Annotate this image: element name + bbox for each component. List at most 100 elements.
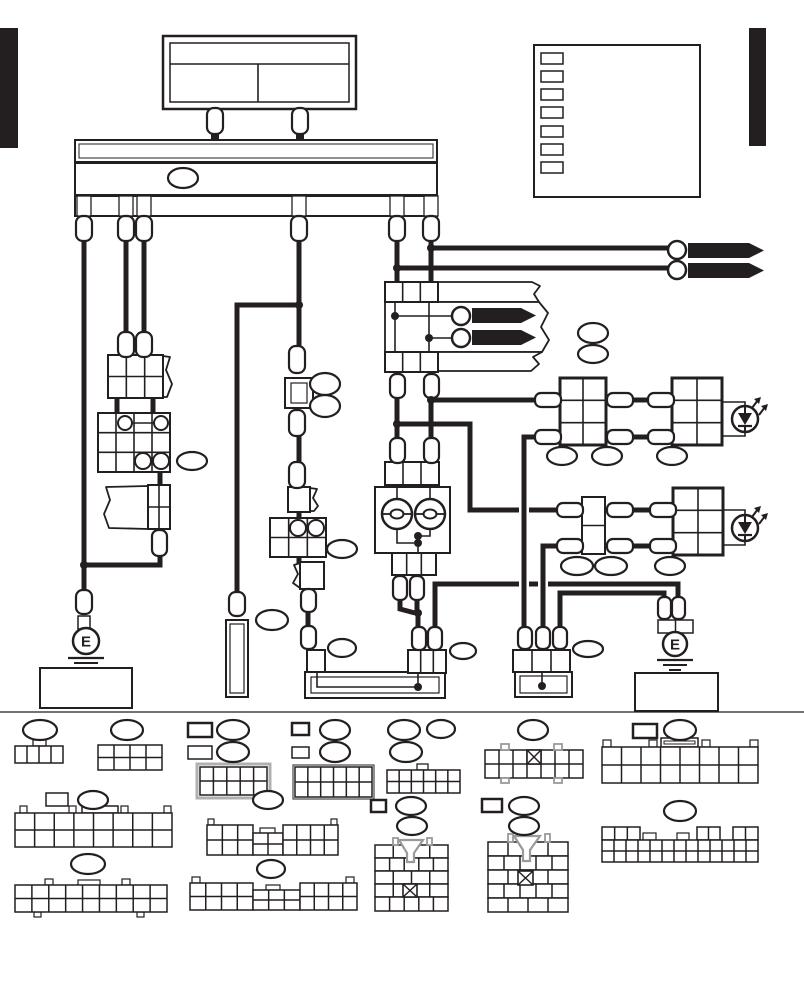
tab [676,832,690,841]
terminal [134,330,154,359]
pin-channel [389,195,405,217]
label-oval [175,450,209,472]
label-oval [325,538,359,560]
label-oval [653,555,687,577]
ground-label-box [39,667,133,709]
tab [330,818,338,826]
keyway-x [517,870,534,886]
label-oval [308,393,342,419]
led-emission-arrow [761,513,768,520]
tab [163,805,172,814]
stem-block [211,133,219,140]
junction-dot [427,244,435,252]
legend-swatch [540,143,564,156]
terminal [227,590,247,618]
label-oval [590,445,624,467]
contact-circle [152,452,170,470]
junction-dot [295,301,303,309]
tab [68,805,77,814]
pinout-brick [374,896,449,912]
terminal [648,501,678,519]
gray-tab [553,777,563,784]
junction-dot [427,396,435,404]
terminal [289,214,309,243]
torn-flap [309,487,319,512]
ground-label-box [634,672,719,712]
ground-label: E [81,634,91,651]
contact-circle [450,305,472,327]
pin-channel [291,195,307,217]
terminal [421,214,441,243]
tag [186,721,214,739]
cluster-inner [169,42,350,103]
bus-strip-top-inner [78,143,434,159]
gray-tab [553,743,563,751]
label-oval [559,555,595,577]
wire [521,434,535,629]
label-oval [76,789,110,811]
gray-tab [507,833,514,843]
label-oval [516,718,550,742]
label-oval [215,740,251,764]
bus-strip-middle [74,162,438,196]
label-oval [576,321,610,345]
junction-dot [414,532,422,540]
legend-swatch [540,88,564,101]
plate-inner [663,740,696,745]
ground-symbol [71,626,101,656]
terminal [205,106,225,136]
bulb-filament [422,508,438,520]
label-oval [318,740,352,764]
tab [701,739,711,748]
junction-dot [393,264,401,272]
label-oval [571,639,605,659]
terminal [534,625,552,651]
pin-strip [384,281,439,303]
ground-symbol [661,630,689,658]
legend-swatch [540,70,564,83]
terminal [287,344,307,375]
ground-connector [306,649,326,673]
terminal [646,428,676,446]
terminal [605,537,635,555]
junction-dot [425,334,433,342]
terminal [116,330,136,359]
notch [416,763,429,771]
inline-connector-inner [290,382,308,404]
gray-tab [426,837,433,846]
tab [19,805,28,814]
wire [234,302,299,594]
terminal [670,595,687,621]
junction-dot [414,539,422,547]
tab [44,878,54,886]
connector [299,561,325,590]
tab [602,739,612,748]
gray-frame [195,762,272,800]
label-oval [318,718,352,742]
ground-connector [407,649,447,674]
legend-swatch [540,125,564,138]
tag [631,722,659,740]
terminal [74,214,94,243]
junction-dot [414,683,422,691]
tag [480,797,504,814]
torn-flap [162,355,173,398]
tab [207,818,215,826]
joint-box-left-inner [310,676,440,694]
label-oval [655,445,689,467]
tab [191,876,201,884]
ground-label: E [670,637,680,654]
label-oval [166,166,200,190]
label-oval [395,815,429,837]
terminal [388,436,407,465]
label-oval [425,718,457,740]
off-page-arrow [472,308,536,323]
label-oval [21,718,59,742]
bulb-filament [389,508,405,520]
tag [45,792,69,807]
pin-channel [118,195,134,217]
label-oval [308,371,342,397]
pin-strip [384,351,439,373]
gray-tab [392,837,399,846]
